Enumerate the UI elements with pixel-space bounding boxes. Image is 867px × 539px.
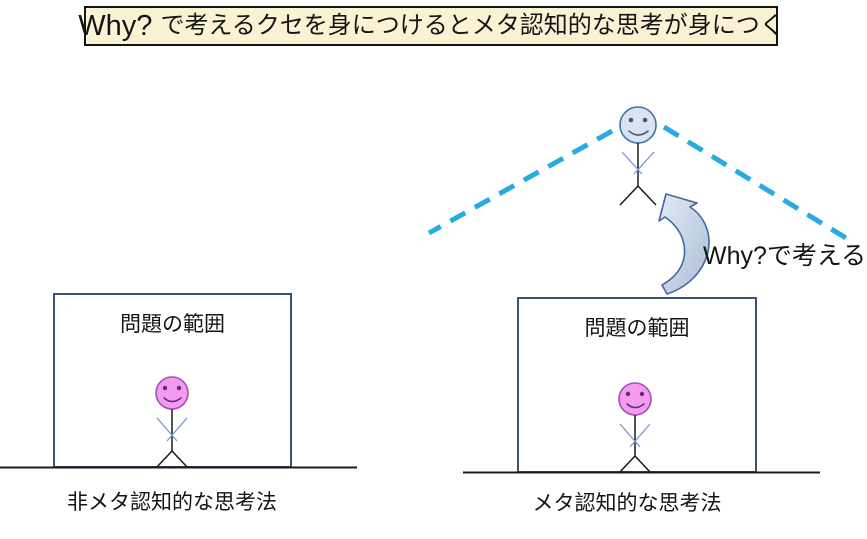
problem-box-left: 問題の範囲: [53, 293, 292, 468]
blue-stick-person-icon: [619, 106, 657, 206]
caption-meta: メタ認知的な思考法: [532, 492, 722, 515]
title-banner: Why? で考えるクセを身につけるとメタ認知的な思考が身につく: [78, 6, 784, 46]
dashed-view-cone-icon: [427, 124, 848, 241]
caption-non-meta: 非メタ認知的な思考法: [67, 491, 277, 514]
problem-box-right-label: 問題の範囲: [584, 317, 690, 340]
curved-up-arrow-icon: [658, 193, 710, 295]
problem-box-left-label: 問題の範囲: [120, 313, 225, 336]
arrow-label: Why?で考える: [703, 242, 867, 270]
title-latin: Why?: [78, 9, 153, 42]
problem-box-right: 問題の範囲: [517, 297, 757, 473]
title-text: で考えるクセを身につけるとメタ認知的な思考が身につく: [160, 12, 784, 39]
